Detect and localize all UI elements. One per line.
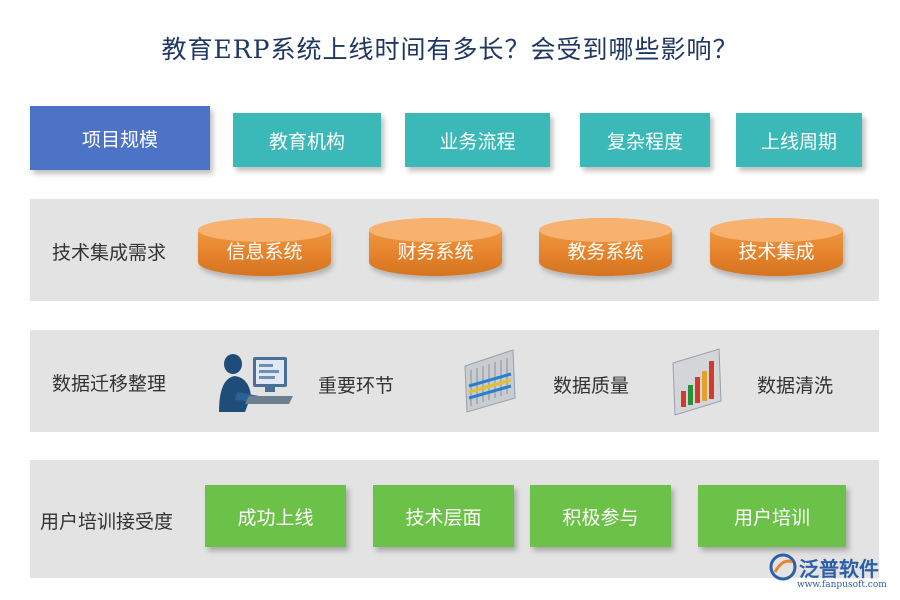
- bar-chart-icon: [464, 349, 516, 413]
- row2-item-3: 教务系统: [539, 218, 672, 276]
- row2-item-4: 技术集成: [710, 218, 843, 276]
- fanpu-logo-icon: [769, 553, 797, 581]
- row1-label: 项目规模: [81, 128, 158, 151]
- row1-item-4: 上线周期: [736, 113, 862, 167]
- row1-item-3: 复杂程度: [580, 113, 710, 167]
- logo-url: www.fanpusoft.com: [797, 580, 887, 590]
- row2-label: 技术集成需求: [52, 242, 167, 264]
- row4-item-4: 用户培训: [698, 485, 846, 547]
- row1-item-2: 业务流程: [405, 113, 550, 167]
- row2-item-2: 财务系统: [369, 218, 502, 276]
- row4-label: 用户培训接受度: [40, 511, 174, 533]
- row3-item-2: 数据质量: [553, 375, 630, 397]
- row1-item-1: 教育机构: [233, 113, 381, 167]
- page-title: 教育ERP系统上线时间有多长？会受到哪些影响？: [161, 35, 739, 64]
- row4-item-3: 积极参与: [530, 485, 671, 547]
- row3-item-1: 重要环节: [318, 375, 395, 397]
- row4-item-2: 技术层面: [373, 485, 514, 547]
- computer-user-icon: [219, 354, 293, 412]
- logo-name: 泛普软件: [799, 557, 879, 581]
- row3-label: 数据迁移整理: [52, 373, 167, 395]
- row2-item-1: 信息系统: [198, 218, 331, 276]
- row1-label-box: 项目规模: [30, 106, 210, 170]
- row3-item-3: 数据清洗: [757, 375, 834, 397]
- column-chart-icon: [672, 348, 722, 416]
- row4-item-1: 成功上线: [205, 485, 346, 547]
- row3-band: [30, 330, 879, 432]
